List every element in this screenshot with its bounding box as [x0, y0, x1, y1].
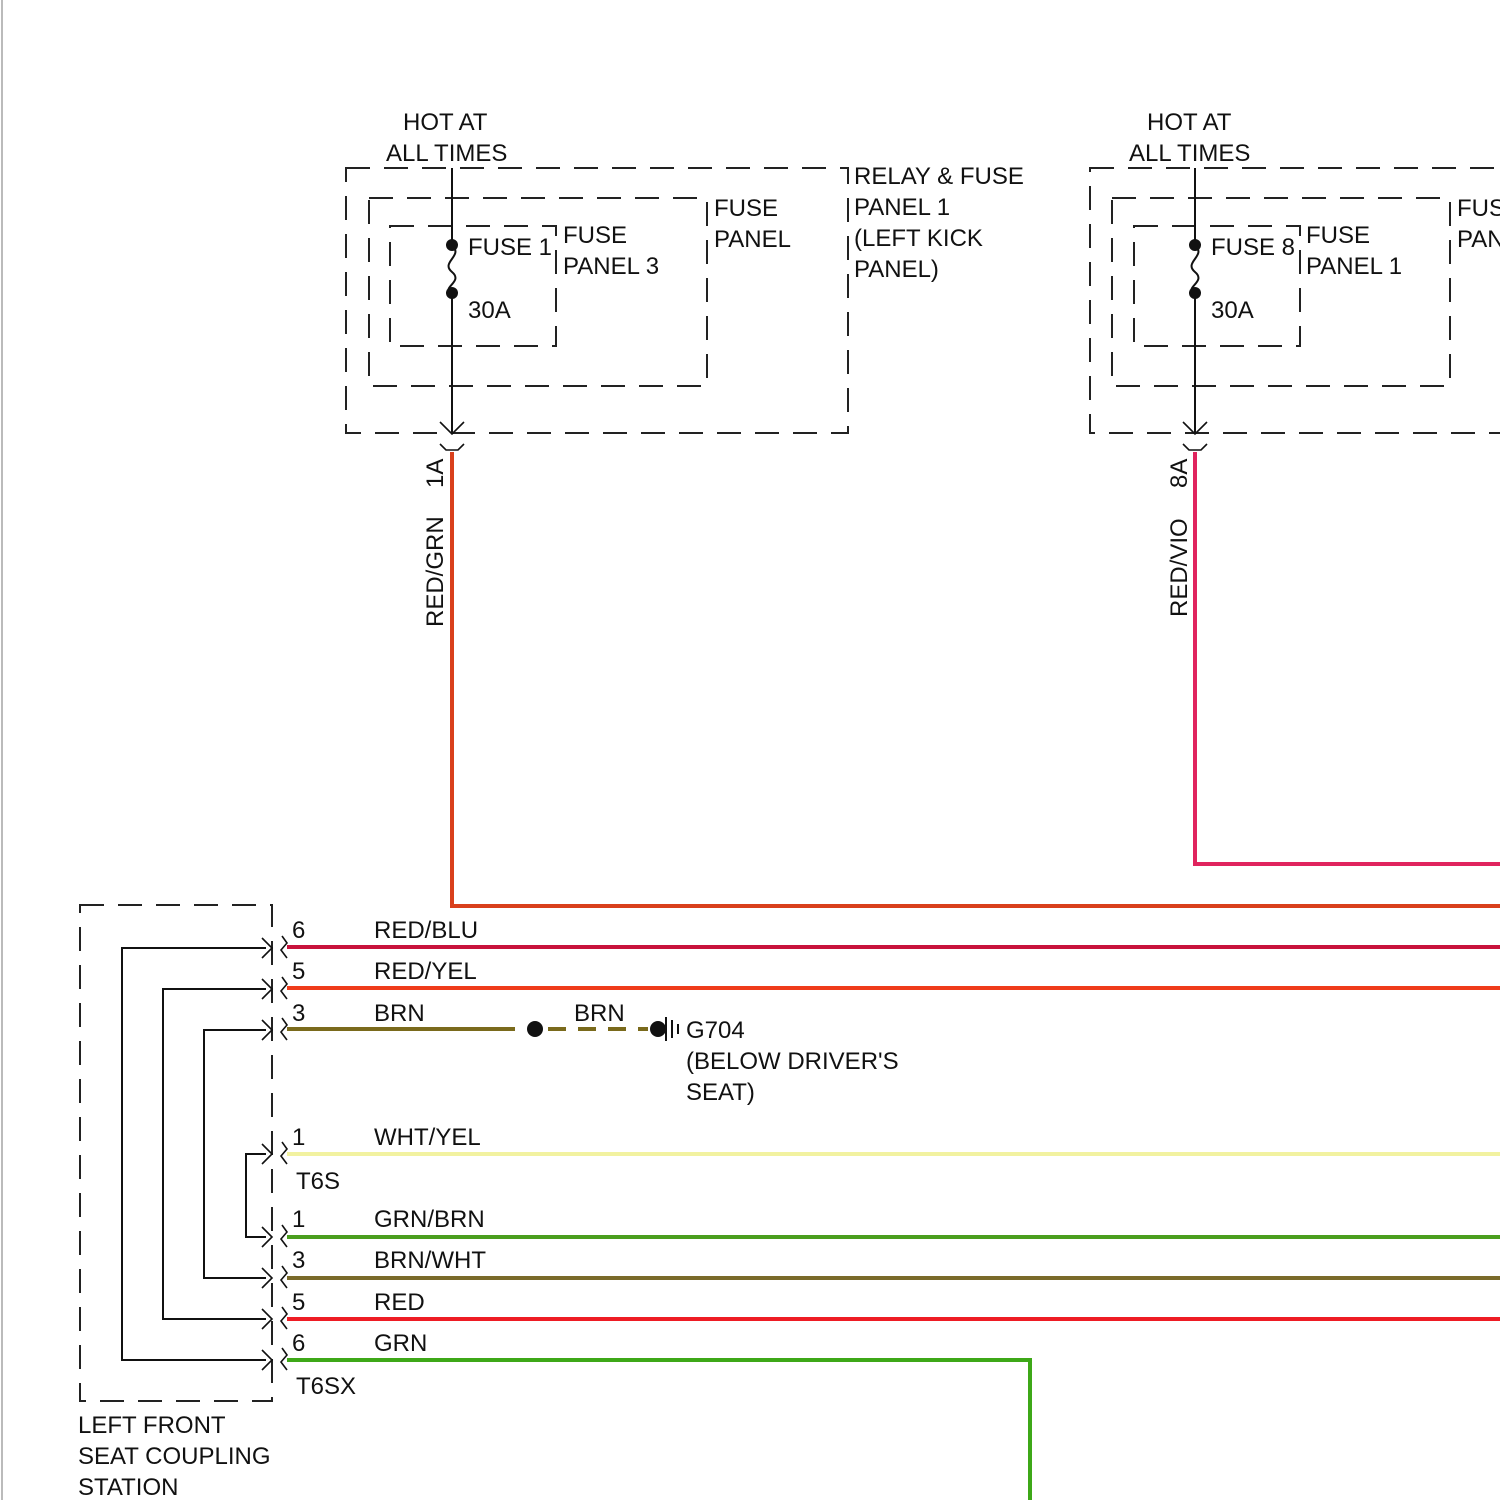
brn-wire-label: BRN [374, 1000, 425, 1027]
pin-1a-label: 1A [422, 459, 449, 488]
t6sx-pin-6-label: 6 [292, 1330, 305, 1357]
connector-t6sx: 1 GRN/BRN 3 BRN/WHT 5 RED 6 GRN T6SX [287, 1206, 1500, 1500]
t6sx-pin-5-label: 5 [292, 1289, 305, 1316]
right-fuse-panel: HOT AT ALL TIMES FUSE 8 30A FUSE PANEL 1… [1090, 109, 1500, 617]
ground-terminal-dot [650, 1021, 666, 1037]
fuse-panel-box-2 [1112, 198, 1450, 386]
connector-pin-socket [281, 1018, 287, 1040]
connector-pin-socket [281, 1348, 287, 1370]
grn-wire-label: GRN [374, 1330, 427, 1357]
all-times-label: ALL TIMES [386, 140, 507, 167]
ground-location-line1: (BELOW DRIVER'S [686, 1048, 899, 1075]
grn-brn-wire-label: GRN/BRN [374, 1206, 485, 1233]
station-label-line3: STATION [78, 1474, 178, 1500]
relay-fuse-panel-box-2 [1090, 168, 1500, 433]
fuse-panel-3-label-line2: PANEL 3 [563, 253, 659, 280]
fuse-symbol-2 [1192, 245, 1199, 293]
all-times-label-2: ALL TIMES [1129, 140, 1250, 167]
connector-pin-socket [281, 936, 287, 958]
relay-fuse-panel-label-line2: PANEL 1 [854, 194, 950, 221]
red-vio-wire-label: RED/VIO [1166, 518, 1193, 617]
feed-wires [452, 452, 1500, 906]
brn-wht-wire-label: BRN/WHT [374, 1247, 486, 1274]
fuse-panel-box [369, 198, 707, 386]
fuse-panel-label-line1: FUSE [714, 195, 778, 222]
t6s-pin-5-label: 5 [292, 958, 305, 985]
grn-wire [287, 1360, 1030, 1500]
red-grn-wire [452, 452, 1500, 906]
ground-location-line2: SEAT) [686, 1079, 755, 1106]
fuse-symbol [449, 245, 456, 293]
relay-fuse-panel-label-line4: PANEL) [854, 256, 939, 283]
red-wire-label: RED [374, 1289, 425, 1316]
relay-fuse-panel-label-line1: RELAY & FUSE [854, 163, 1024, 190]
station-label-line1: LEFT FRONT [78, 1412, 226, 1439]
station-label-line2: SEAT COUPLING [78, 1443, 271, 1470]
relay-fuse-panel-label-line3: (LEFT KICK [854, 225, 983, 252]
t6sx-connector-label: T6SX [296, 1373, 356, 1400]
ground-g704: BRN G704 (BELOW DRIVER'S SEAT) [527, 1000, 899, 1106]
fuse-panel-1-label-line1: FUSE [1306, 222, 1370, 249]
hot-at-label-2: HOT AT [1147, 109, 1232, 136]
fuse-8-rating: 30A [1211, 297, 1254, 324]
t6s-connector-label: T6S [296, 1168, 340, 1195]
red-blu-wire-label: RED/BLU [374, 917, 478, 944]
fuse-8-label: FUSE 8 [1211, 234, 1295, 261]
t6sx-pin-1-label: 1 [292, 1206, 305, 1233]
hot-at-label: HOT AT [403, 109, 488, 136]
ground-id-label: G704 [686, 1017, 745, 1044]
fuse-panel-1-label-line2: PANEL 1 [1306, 253, 1402, 280]
red-grn-wire-outline [452, 452, 1500, 906]
pin-8a-label: 8A [1166, 459, 1193, 488]
red-yel-wire-label: RED/YEL [374, 958, 477, 985]
pin-8a-connector-bottom [1183, 444, 1207, 450]
red-grn-wire-label: RED/GRN [422, 516, 449, 627]
t6sx-pin-3-label: 3 [292, 1247, 305, 1274]
connector-pin-socket [281, 1307, 287, 1329]
fuse-panel-3-label-line1: FUSE [563, 222, 627, 249]
fuse-panel-label-2-line2: PAN [1457, 226, 1500, 253]
connector-pin-socket [281, 1142, 287, 1164]
fuse-1-rating: 30A [468, 297, 511, 324]
t6s-pin-6-label: 6 [292, 917, 305, 944]
splice-dot [527, 1021, 543, 1037]
fuse-1-label: FUSE 1 [468, 234, 552, 261]
jumper-pin-1 [246, 1154, 266, 1237]
seat-coupling-station: LEFT FRONT SEAT COUPLING STATION [78, 905, 287, 1500]
t6s-pin-3-label: 3 [292, 1000, 305, 1027]
red-vio-wire [1195, 452, 1500, 864]
connector-pin-socket [281, 1225, 287, 1247]
coupling-station-box [80, 905, 272, 1401]
ground-wire-label: BRN [574, 1000, 625, 1027]
pin-1a-connector-bottom [440, 444, 464, 450]
connector-pin-socket [281, 1266, 287, 1288]
left-fuse-panel: HOT AT ALL TIMES FUSE 1 30A FUSE PANEL 3… [346, 109, 1024, 627]
fuse-panel-label-line2: PANEL [714, 226, 791, 253]
fuse-panel-label-2-line1: FUS [1457, 195, 1500, 222]
jumper-pin-6 [122, 948, 266, 1360]
wht-yel-wire-label: WHT/YEL [374, 1124, 481, 1151]
connector-pin-socket [281, 977, 287, 999]
t6s-pin-1-label: 1 [292, 1124, 305, 1151]
